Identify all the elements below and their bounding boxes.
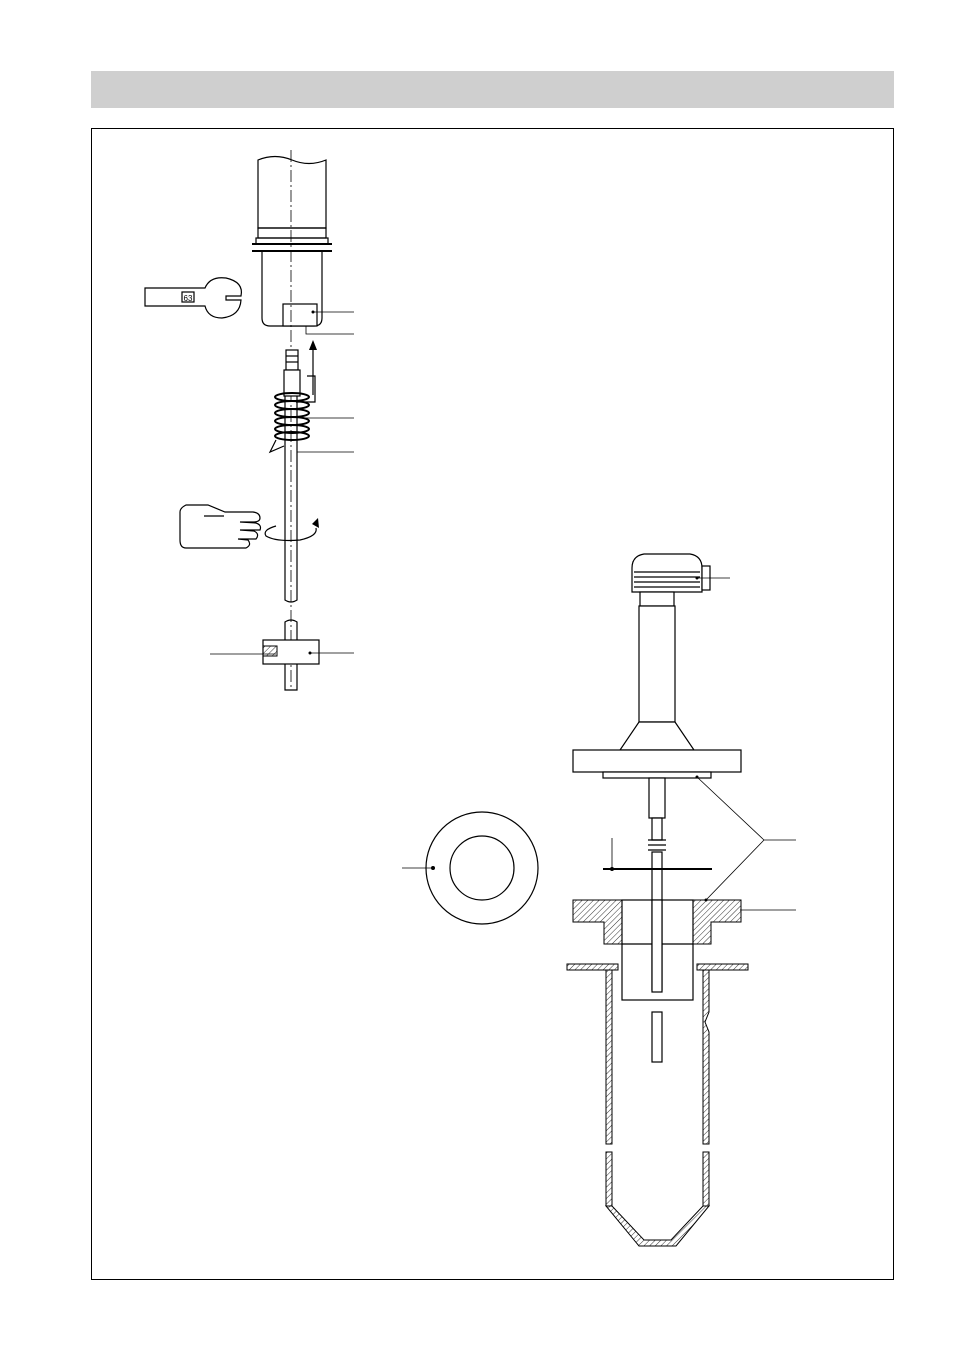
gasket-line [603,838,712,871]
coupling-block [210,619,354,691]
hand-icon [179,504,262,549]
hex-nut [282,303,318,327]
probe-rod [283,349,301,603]
spring [268,392,310,454]
gasket-ring [402,811,539,925]
container-wall [566,963,749,1247]
probe-housing [252,155,332,327]
figure-frame [91,128,894,1280]
rotation-arrow-icon [264,518,319,542]
callout-leaders-upper [297,311,354,453]
extension-tube [618,605,696,751]
wrench-size-label: 63 [184,294,193,303]
callout-bracket [696,776,796,911]
connector-head [631,553,730,607]
mounting-flange-upper [572,749,742,779]
header-bar [91,71,894,108]
wrench-icon: 63 [144,277,243,319]
mounting-flange-lower [572,899,742,1001]
